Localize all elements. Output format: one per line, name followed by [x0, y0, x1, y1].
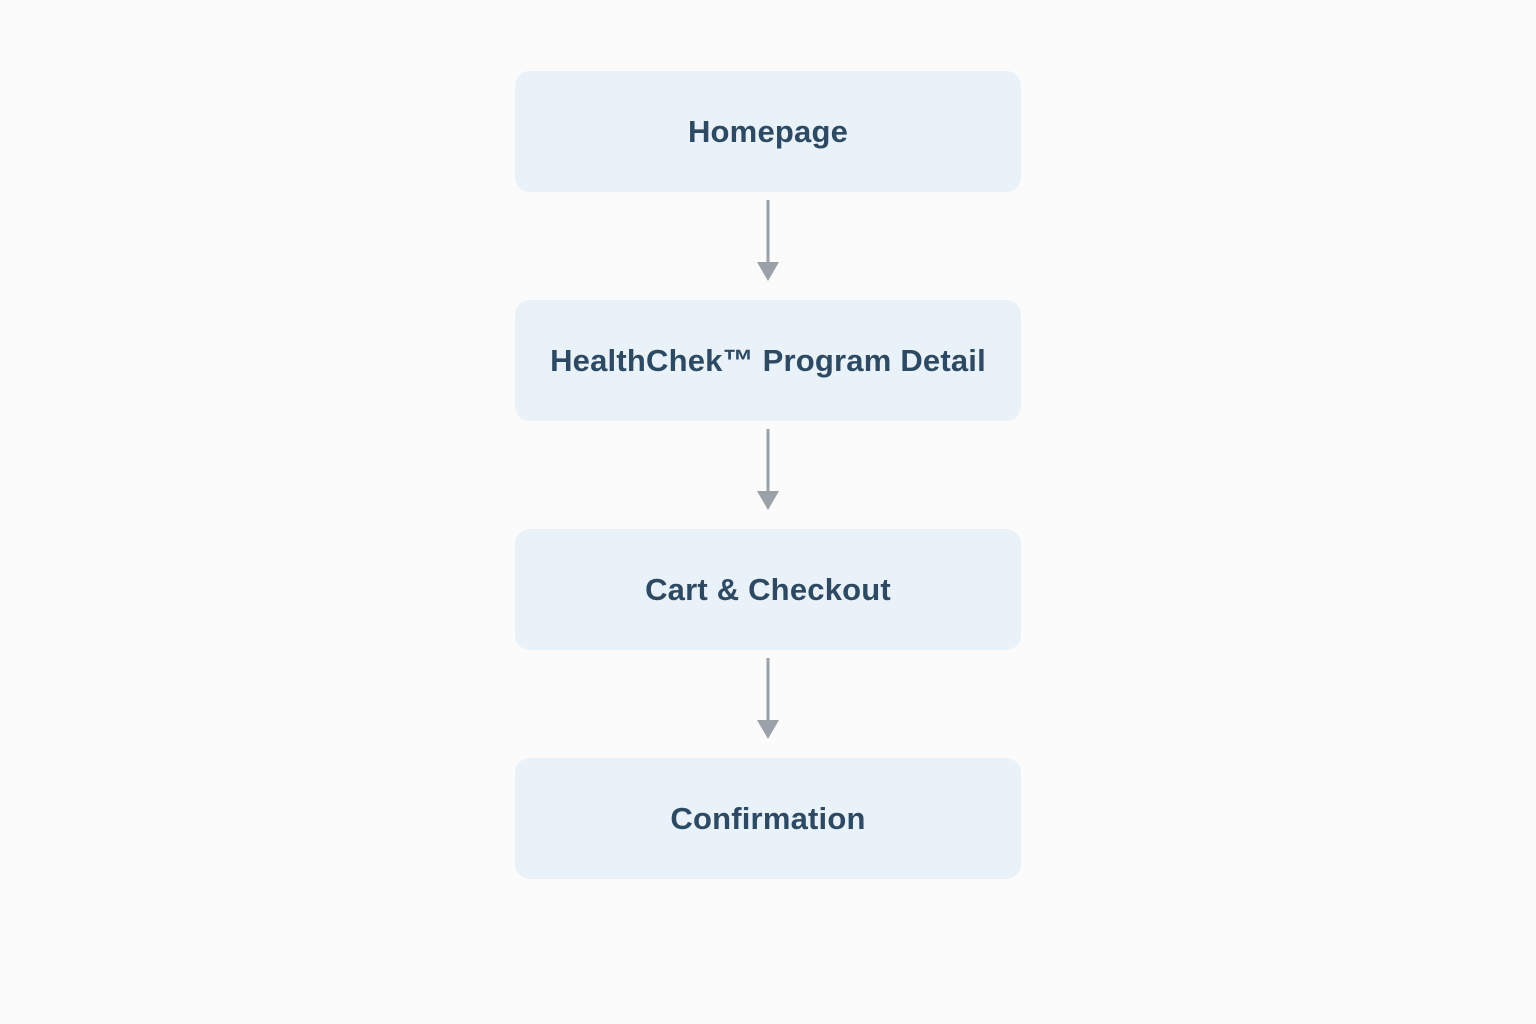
down-arrow-icon [757, 200, 779, 281]
flow-node-label: HealthChek™ Program Detail [550, 342, 986, 378]
flow-node-label: Homepage [687, 113, 849, 149]
flow-node-label: Confirmation [670, 800, 866, 836]
flow-node-label: Cart & Checkout [645, 571, 891, 607]
down-arrow-icon [757, 429, 779, 510]
flow-node-program-detail: HealthChek™ Program Detail [515, 300, 1021, 421]
flow-node-cart-checkout: Cart & Checkout [515, 529, 1021, 650]
down-arrow-icon [757, 658, 779, 739]
flow-node-confirmation: Confirmation [515, 758, 1021, 879]
flow-node-homepage: Homepage [515, 71, 1021, 192]
